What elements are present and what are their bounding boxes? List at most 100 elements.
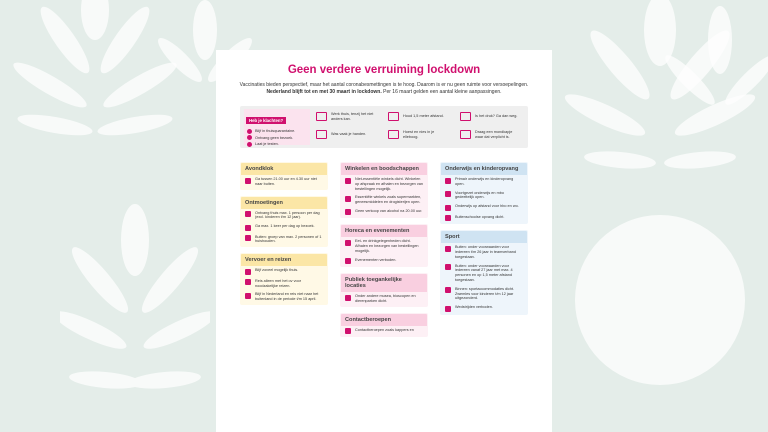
rule-item: Reis alleen met het ov voor noodzakelijk… — [241, 277, 327, 291]
sneeze-icon — [388, 130, 399, 140]
rule-icon — [445, 305, 451, 312]
rule-icon — [245, 292, 251, 299]
symptoms-box: Heb je klachten? Blijf in thuisquarantai… — [244, 109, 310, 147]
rule-icon — [445, 245, 451, 252]
mask-icon — [460, 130, 471, 140]
rule-text: Reis alleen met het ov voor noodzakelijk… — [255, 278, 302, 288]
page-title: Geen verdere verruiming lockdown — [287, 64, 481, 76]
rule-icon — [245, 235, 251, 242]
rule-item: Blijf in Nederland en reis niet naar het… — [241, 290, 327, 304]
rule-text: Blijf in Nederland en reis niet naar het… — [255, 292, 319, 302]
person-icon — [247, 135, 252, 140]
leaf-decoration — [60, 200, 210, 430]
rule-cell: Werk thuis, tenzij het niet anders kan. — [316, 112, 376, 122]
rule-icon — [445, 215, 451, 222]
rule-text: Niet-essentiële winkels dicht. Winkelen … — [355, 177, 423, 191]
rule-icon — [245, 211, 251, 218]
rule-text: Onder andere musea, bioscopen en dierenp… — [355, 294, 416, 304]
intro-line-2-bold: Nederland blijft tot en met 30 maart in … — [266, 89, 382, 95]
rule-text: Voortgezet onderwijs en mbo gedeeltelijk… — [455, 190, 504, 200]
leaf-decoration — [10, 0, 180, 170]
person-icon — [247, 128, 252, 134]
rule-text: Buiten: groep van max. 2 personen of 1 h… — [255, 234, 322, 244]
rule-icon — [345, 177, 351, 184]
rule-item: Primair onderwijs en kinderopvang open. — [441, 175, 527, 189]
rule-item: Onder andere musea, bioscopen en dierenp… — [341, 292, 427, 306]
rule-text: Primair onderwijs en kinderopvang open. — [455, 177, 514, 186]
rule-item: Buiten: groep van max. 2 personen of 1 h… — [241, 233, 327, 247]
rule-icon — [445, 287, 451, 294]
rule-item: Ga max. 1 keer per dag op bezoek. — [241, 222, 327, 233]
rule-icon — [445, 204, 451, 211]
rule-item: Ga tussen 21.00 uur en 4.30 uur niet naa… — [241, 175, 327, 189]
rule-item: Voortgezet onderwijs en mbo gedeeltelijk… — [441, 189, 527, 203]
crowd-icon — [460, 112, 471, 121]
symptom-row: Ontvang geen bezoek. — [247, 135, 307, 140]
rule-item: Niet-essentiële winkels dicht. Winkelen … — [341, 175, 427, 193]
rule-icon — [245, 177, 251, 184]
rule-cell: Draag een mondkapje waar dat verplicht i… — [460, 130, 520, 140]
intro-line-1: Vaccinaties bieden perspectief, maar het… — [239, 82, 529, 88]
rule-icon — [245, 279, 251, 286]
rule-icon — [345, 239, 351, 246]
rule-item: Buiten: onder voorwaarden voor iedereen … — [441, 262, 527, 285]
rule-text: Contactberoepen zoals kappers en — [355, 327, 414, 332]
leaf-decoration — [660, 0, 768, 160]
rule-icon — [345, 209, 351, 216]
person-icon — [247, 141, 252, 147]
rule-icon — [445, 191, 451, 198]
rule-item: Contactberoepen zoals kappers en — [341, 326, 427, 337]
rule-item: Ontvang thuis max. 1 persoon per dag (ex… — [241, 209, 327, 223]
rule-text: Geen verkoop van alcohol na 20.00 uur. — [355, 208, 423, 213]
card-header: Horeca en evenementen — [341, 225, 427, 238]
card-header: Vervoer en reizen — [241, 254, 327, 267]
rule-text: Ontvang thuis max. 1 persoon per dag (ex… — [255, 210, 320, 220]
symptoms-panel: Heb je klachten? Blijf in thuisquarantai… — [240, 106, 528, 148]
rule-icon — [445, 177, 451, 184]
leaf-decoration — [560, 180, 760, 430]
rule-item: Onderwijs op afstand voor hbo en wo. — [441, 202, 527, 213]
handwash-icon — [316, 130, 327, 139]
rule-icon — [345, 258, 351, 265]
rule-cell: Houd 1,5 meter afstand. — [388, 112, 448, 121]
card-header: Sport — [441, 231, 527, 244]
rule-text: Ga tussen 21.00 uur en 4.30 uur niet naa… — [255, 177, 317, 186]
rule-text: Evenementen verboden. — [355, 257, 397, 262]
rule-icon — [445, 264, 451, 271]
intro-text: Vaccinaties bieden perspectief, maar het… — [234, 82, 534, 96]
card-header: Publiek toegankelijke locaties — [341, 274, 427, 293]
rule-item: Eet- en drinkgelegenheden dicht. Afhalen… — [341, 237, 427, 255]
rule-cell: Hoest en nies in je elleboog. — [388, 130, 448, 140]
rule-text: Blijf zoveel mogelijk thuis. — [255, 268, 299, 273]
symptom-row: Blijf in thuisquarantaine. — [247, 128, 307, 134]
rule-icon — [345, 195, 351, 202]
rule-icon — [345, 294, 351, 301]
rule-item: Buitenschoolse opvang dicht. — [441, 213, 527, 223]
rule-item: Wedstrijden verboden. — [441, 303, 527, 313]
rule-item: Binnen: sportaccommodaties dicht. Zwemle… — [441, 285, 527, 303]
card-header: Ontmoetingen — [241, 196, 327, 209]
intro-line-2-rest: Per 16 maart gelden een aantal kleine aa… — [381, 89, 502, 95]
rule-item: Evenementen verboden. — [341, 256, 427, 267]
rule-item: Geen verkoop van alcohol na 20.00 uur. — [341, 207, 427, 217]
rule-text: Buitenschoolse opvang dicht. — [455, 214, 505, 219]
rule-text: Eet- en drinkgelegenheden dicht. Afhalen… — [355, 239, 419, 254]
rule-text: Onderwijs op afstand voor hbo en wo. — [455, 204, 519, 209]
rule-item: Essentiële winkels zoals supermarkten, g… — [341, 193, 427, 207]
card-header: Onderwijs en kinderopvang — [441, 163, 527, 175]
rule-text: Essentiële winkels zoals supermarkten, g… — [355, 195, 422, 205]
rule-icon — [245, 224, 251, 231]
distance-icon — [388, 112, 399, 121]
document-page: Geen verdere verruiming lockdown Vaccina… — [216, 50, 552, 432]
card-header: Contactberoepen — [341, 313, 427, 326]
rule-item: Blijf zoveel mogelijk thuis. — [241, 266, 327, 277]
